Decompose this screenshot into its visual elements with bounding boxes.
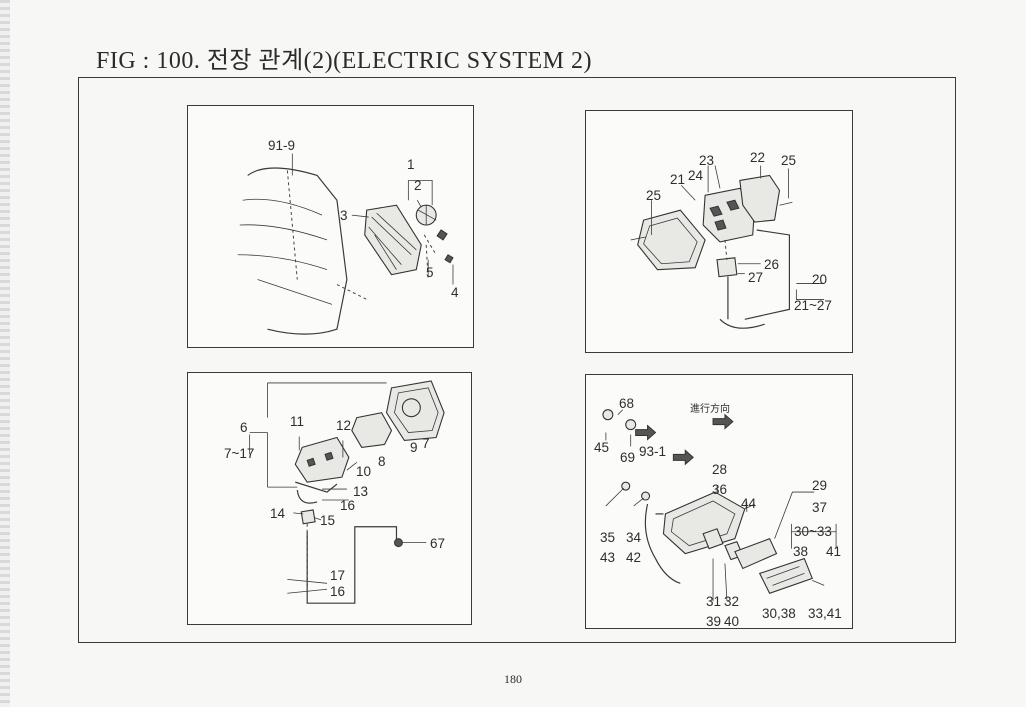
callout-93-1: 93-1 [639,444,667,459]
callout-20: 20 [812,272,828,287]
callout-32: 32 [724,594,740,609]
callout-14: 14 [270,506,286,521]
callout-5: 5 [426,265,434,280]
callout-44: 44 [741,496,757,511]
callout-69: 69 [620,450,636,465]
callout-91-9: 91-9 [268,138,296,153]
callout-16-upper: 16 [340,498,356,513]
callout-15: 15 [320,513,336,528]
callout-4: 4 [451,285,459,300]
callout-45: 45 [594,440,610,455]
callout-25-right: 25 [781,153,797,168]
figure-frame [78,77,956,643]
callout-7: 7 [422,436,430,451]
callout-42: 42 [626,550,642,565]
callout-23: 23 [699,153,715,168]
page-title: FIG : 100. 전장 관계(2)(ELECTRIC SYSTEM 2) [96,48,592,74]
callout-21-27: 21~27 [794,298,832,313]
callout-22: 22 [750,150,766,165]
panel-headlamp: 91-9 1 2 3 5 4 [187,105,474,348]
callout-12: 12 [336,418,352,433]
callout-8: 8 [378,454,386,469]
callout-11: 11 [290,414,305,429]
callout-31: 31 [706,594,722,609]
callout-13: 13 [353,484,369,499]
callout-25-left: 25 [646,188,662,203]
headlamp-assembly-icon [237,153,454,335]
work-lamp-assembly-icon [249,380,445,604]
callout-7-17: 7~17 [224,446,255,461]
panel-worklamp: 6 7~17 11 12 9 7 8 10 13 16 14 15 67 17 … [187,372,472,625]
callout-27: 27 [748,270,764,285]
callout-24: 24 [688,168,704,183]
callout-30-33: 30~33 [794,524,832,539]
panel-taillamp: 68 45 69 93-1 進行方向 28 36 29 44 37 35 34 … [585,374,853,629]
callout-38: 38 [793,544,809,559]
callout-41: 41 [826,544,842,559]
callout-28: 28 [712,462,728,477]
callout-68: 68 [619,396,635,411]
binding-strip [0,0,10,707]
callout-43: 43 [600,550,616,565]
callout-2: 2 [414,178,422,193]
tail-lamp-assembly-icon [602,409,837,602]
callout-39: 39 [706,614,722,629]
arrow-right-icon [712,413,734,430]
callout-9: 9 [410,440,418,455]
page-number: 180 [504,672,522,686]
callout-1: 1 [407,157,415,172]
callout-30-38: 30,38 [762,606,796,621]
callout-3: 3 [340,208,348,223]
callout-37: 37 [812,500,828,515]
callout-36: 36 [712,482,728,497]
callout-17: 17 [330,568,346,583]
callout-26: 26 [764,257,780,272]
callout-29: 29 [812,478,828,493]
callout-6: 6 [240,420,248,435]
callout-40: 40 [724,614,740,629]
direction-of-travel-label: 進行方向 [690,404,730,415]
callout-67: 67 [430,536,446,551]
callout-10: 10 [356,464,372,479]
panel-sidelamp: 23 22 25 21 24 25 26 27 20 21~27 [585,110,853,353]
callout-16-lower: 16 [330,584,346,599]
side-lamp-assembly-icon [630,165,825,329]
callout-35: 35 [600,530,616,545]
callout-34: 34 [626,530,642,545]
callout-33-41: 33,41 [808,606,842,621]
callout-21: 21 [670,172,686,187]
